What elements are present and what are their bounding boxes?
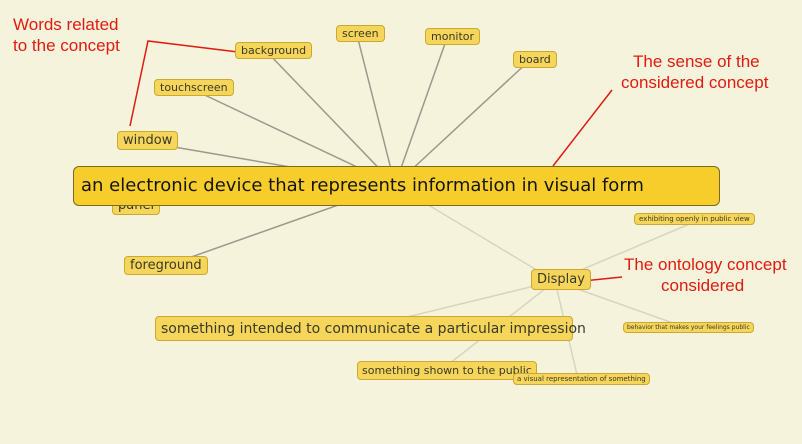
- node-touchscreen[interactable]: touchscreen: [154, 79, 234, 96]
- annotation-sense-line1: The sense of the: [633, 52, 760, 71]
- node-monitor[interactable]: monitor: [425, 28, 481, 45]
- annotation-ontology-line2: considered: [661, 276, 745, 295]
- edge-main-screen: [356, 34, 396, 186]
- node-sense-public[interactable]: something shown to the public: [357, 361, 537, 380]
- node-screen[interactable]: screen: [336, 25, 385, 42]
- node-background[interactable]: background: [235, 42, 313, 59]
- annotation-words-related-line1: Words related: [13, 15, 119, 34]
- edge-main-background: [266, 51, 396, 186]
- node-window[interactable]: window: [117, 131, 179, 150]
- node-foreground[interactable]: foreground: [124, 256, 208, 275]
- annotation-leader-words: [129, 40, 239, 127]
- node-concept-display[interactable]: Display: [531, 269, 591, 290]
- annotation-ontology-line1: The ontology concept: [624, 255, 787, 274]
- node-sense-exhibiting[interactable]: exhibiting openly in public view: [634, 213, 755, 225]
- node-sense-impression[interactable]: something intended to communicate a part…: [155, 316, 586, 341]
- annotation-words-related-line2: to the concept: [13, 36, 120, 55]
- edge-main-monitor: [394, 37, 448, 186]
- node-sense-behavior[interactable]: behavior that makes your feelings public: [623, 322, 754, 333]
- annotation-sense-line2: considered concept: [621, 73, 769, 92]
- node-board[interactable]: board: [513, 51, 557, 68]
- annotation-leader-sense: [552, 89, 613, 167]
- node-main-definition[interactable]: an electronic device that represents inf…: [73, 166, 720, 206]
- edge-main-board: [394, 59, 531, 186]
- node-sense-visual[interactable]: a visual representation of something: [513, 373, 650, 385]
